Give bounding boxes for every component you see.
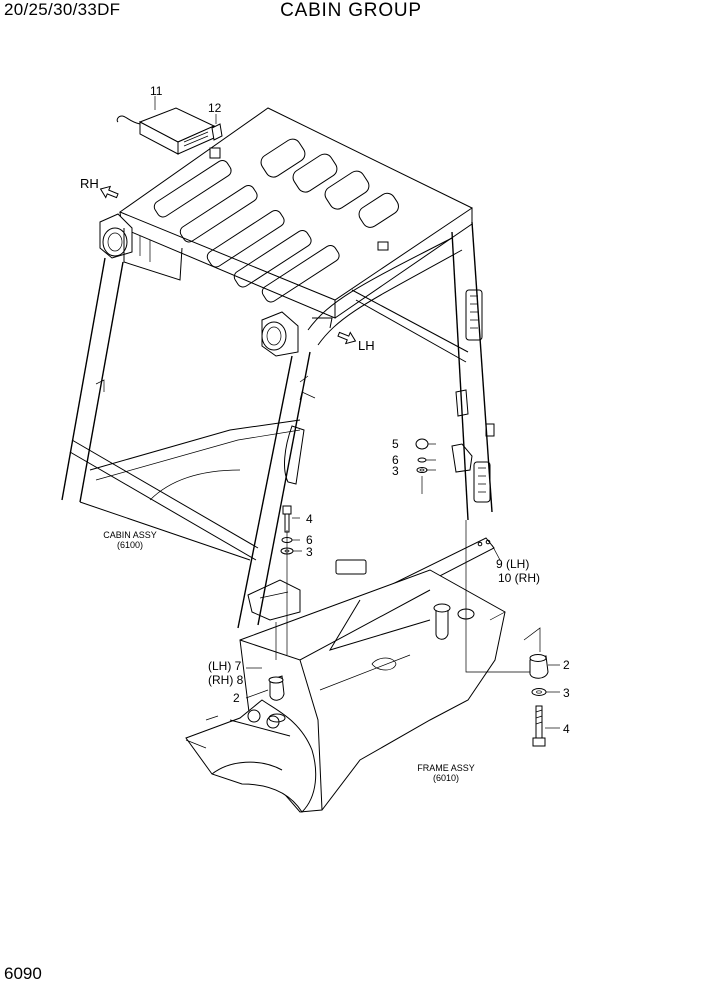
part-4-bolt-left <box>282 505 292 533</box>
callout-6-left: 6 <box>306 533 313 547</box>
callout-10: 10 (RH) <box>498 571 540 585</box>
callout-12: 12 <box>208 101 222 115</box>
callout-4-bottom: 4 <box>563 722 570 736</box>
roof-window-slots <box>153 138 399 303</box>
callout-8: (RH) 8 <box>208 673 244 687</box>
callout-5: 5 <box>392 437 399 451</box>
part-3-washer-bottom <box>531 688 547 696</box>
callout-3-right: 3 <box>392 464 399 478</box>
callout-2-left: 2 <box>233 691 240 705</box>
part-2-rubber-mount-left <box>268 675 286 723</box>
cabin-frame <box>61 221 495 629</box>
lh-label: LH <box>358 338 375 353</box>
part-6-washer-right <box>417 457 427 463</box>
part-11-control-unit <box>116 107 216 155</box>
callout-4-left: 4 <box>306 512 313 526</box>
callout-7: (LH) 7 <box>208 659 242 673</box>
work-lamp-front <box>261 311 299 357</box>
rh-label: RH <box>80 176 99 191</box>
right-side-vent-lower <box>473 461 491 503</box>
callout-3-bottom: 3 <box>563 686 570 700</box>
rh-direction: RH <box>80 176 119 199</box>
callout-9: 9 (LH) <box>496 557 529 571</box>
cabin-assy-label: CABIN ASSY <box>103 530 157 540</box>
frame-body <box>185 559 506 813</box>
frame-assy-ref: (6010) <box>433 773 459 783</box>
right-side-clip <box>485 423 495 437</box>
part-3-washer-right <box>416 467 428 473</box>
leader-lines <box>154 96 560 729</box>
lh-direction: LH <box>337 331 375 353</box>
callout-2-right: 2 <box>563 658 570 672</box>
work-lamp-rear <box>99 213 133 259</box>
page-title: CABIN GROUP <box>280 0 422 21</box>
callout-6-right: 6 <box>392 453 399 467</box>
cabin-roof <box>118 107 473 319</box>
roof-boss-front <box>377 241 389 251</box>
frame-assy-label: FRAME ASSY <box>417 763 475 773</box>
model-number: 20/25/30/33DF <box>4 0 121 19</box>
right-side-vent <box>465 289 483 341</box>
part-12-bolt-top <box>211 123 223 141</box>
part-2-rubber-mount-right <box>529 654 549 679</box>
callout-11: 11 <box>150 84 163 98</box>
callout-3-left: 3 <box>306 545 313 559</box>
cabin-assy-ref: (6100) <box>117 540 143 550</box>
part-5-nut-right <box>415 438 429 450</box>
page-number: 6090 <box>4 964 42 983</box>
roof-boss <box>209 147 221 159</box>
part-4-bolt-bottom <box>532 705 546 747</box>
